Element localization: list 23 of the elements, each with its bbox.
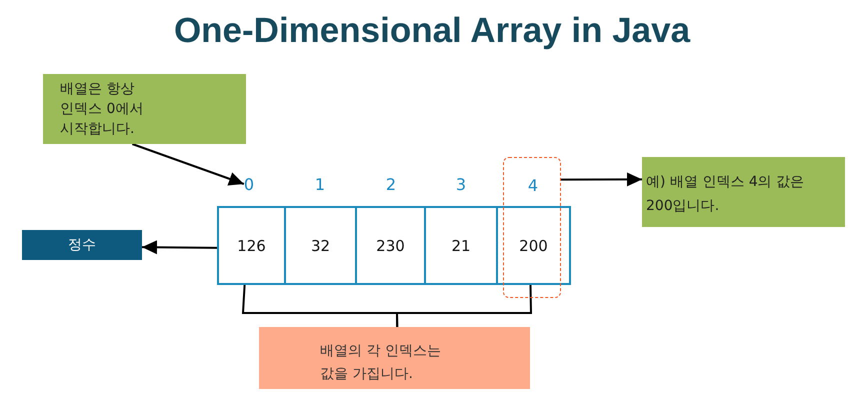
note-text: 배열의 각 인덱스는 값을 가집니다. xyxy=(320,342,442,384)
note-box xyxy=(259,327,530,389)
note-box xyxy=(642,157,845,227)
array-cell: 126 xyxy=(217,206,286,285)
arrow xyxy=(142,240,218,254)
array-cell: 200 xyxy=(496,206,571,285)
arrow xyxy=(561,172,642,186)
bracket-line xyxy=(396,284,532,328)
index-number: 2 xyxy=(386,175,396,195)
type-box xyxy=(22,230,142,260)
array-cell: 21 xyxy=(424,206,498,285)
arrow xyxy=(132,143,244,186)
note-box xyxy=(43,74,246,144)
index-number: 4 xyxy=(528,176,538,196)
index-number: 3 xyxy=(456,175,466,195)
type-label: 정수 xyxy=(68,236,96,255)
index-number: 1 xyxy=(314,175,326,195)
array-cell: 230 xyxy=(355,206,426,285)
note-text: 예) 배열 인덱스 4의 값은 200입니다. xyxy=(646,173,806,216)
note-text: 배열은 항상 인덱스 0에서 시작합니다. xyxy=(60,80,144,139)
title: One-Dimensional Array in Java xyxy=(174,11,690,50)
index-number: 0 xyxy=(244,175,254,195)
array-cell: 32 xyxy=(284,206,357,285)
